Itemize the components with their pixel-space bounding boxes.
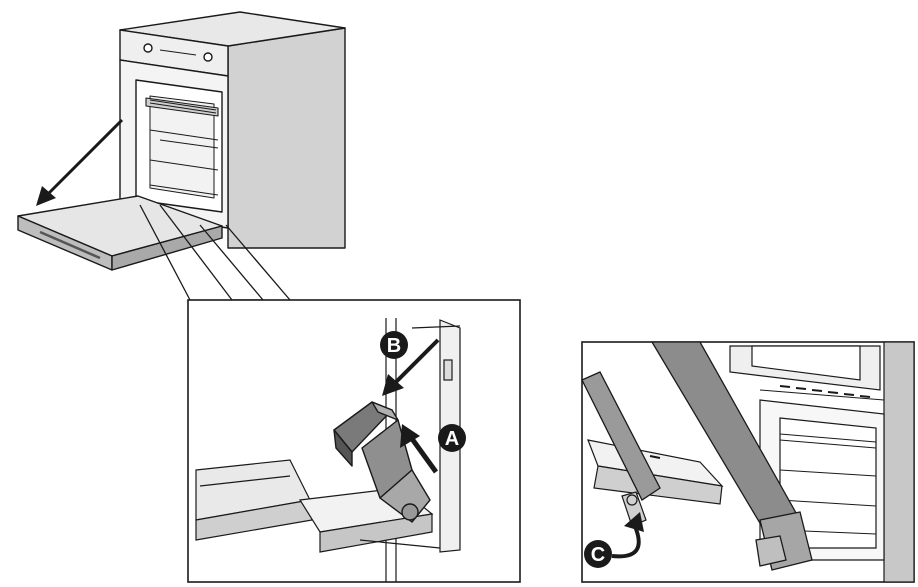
door-lift-detail-panel: C	[581, 341, 915, 583]
oven-overview	[17, 11, 346, 271]
marker-b: B	[380, 331, 408, 359]
hinge-lever	[333, 401, 431, 523]
arrow-a-icon	[400, 424, 439, 474]
control-knob-left-icon	[143, 43, 153, 53]
door-pull-arrow-icon	[36, 118, 124, 206]
hinge-detail-panel: B A	[187, 299, 521, 583]
oven-racks	[145, 97, 219, 196]
arrow-b-icon	[382, 338, 440, 396]
user-arm	[581, 341, 813, 571]
marker-a-label: A	[445, 428, 459, 450]
marker-a: A	[438, 424, 466, 452]
marker-c-label: C	[591, 544, 605, 566]
arrow-c-icon	[611, 512, 644, 559]
marker-c: C	[584, 540, 612, 568]
control-knob-right-icon	[203, 52, 213, 62]
marker-b-label: B	[387, 335, 401, 357]
oven-side-panel	[227, 27, 346, 249]
